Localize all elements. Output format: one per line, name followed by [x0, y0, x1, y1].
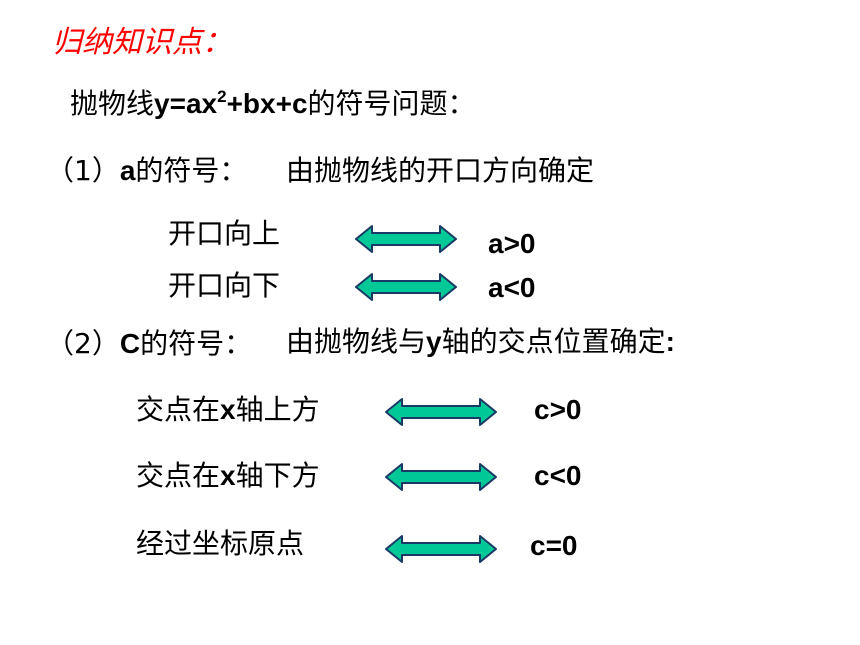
equation-main: y=ax: [154, 88, 218, 119]
equation-exponent: 2: [217, 87, 227, 106]
section2-heading: （2）C的符号：: [46, 330, 252, 358]
condition-below-var: x: [220, 460, 236, 491]
condition-origin-a: 经过坐标原点: [136, 527, 305, 560]
section2-desc-colon: :: [665, 326, 675, 357]
section1-var: a: [119, 155, 136, 186]
condition-origin: 经过坐标原点: [136, 530, 304, 558]
condition-below: 交点在x轴下方: [136, 462, 320, 490]
section1-label: 的符号：: [135, 154, 248, 187]
result-a-negative: a<0: [488, 272, 536, 303]
result-c-zero: c=0: [530, 530, 578, 561]
subtitle-prefix: 抛物线: [70, 87, 155, 120]
condition-down: 开口向下: [168, 269, 281, 302]
result-c-negative: c<0: [534, 460, 582, 491]
condition-below-a: 交点在: [136, 459, 221, 492]
condition-below-b: 轴下方: [235, 459, 320, 492]
section2-desc-var: y: [426, 326, 442, 357]
double-arrow-icon: [385, 398, 497, 426]
double-arrow-icon: [355, 273, 457, 301]
section1-desc: 由抛物线的开口方向确定: [286, 154, 595, 187]
page-title: 归纳知识点：: [52, 25, 232, 60]
double-arrow-icon: [385, 463, 497, 491]
section2-number: （2）: [46, 327, 120, 360]
subtitle-suffix: 的符号问题：: [307, 87, 476, 120]
section1-number: （1）: [46, 154, 120, 187]
double-arrow-icon: [355, 225, 457, 253]
double-arrow-icon: [385, 535, 497, 563]
condition-up: 开口向上: [168, 217, 281, 250]
subtitle: 抛物线y=ax2+bx+c的符号问题：: [70, 87, 476, 120]
section2-desc: 由抛物线与y轴的交点位置确定:: [286, 328, 675, 356]
section2-var: C: [119, 328, 141, 359]
section2-desc-b: 轴的交点位置确定: [441, 325, 666, 358]
condition-above-var: x: [220, 394, 236, 425]
result-a-positive: a>0: [488, 228, 536, 259]
section1-heading: （1）a的符号：: [46, 157, 247, 185]
condition-above-b: 轴上方: [235, 393, 320, 426]
equation-rest: +bx+c: [226, 88, 308, 119]
result-c-positive: c>0: [534, 394, 582, 425]
condition-above-a: 交点在: [136, 393, 221, 426]
section2-label: 的符号：: [140, 327, 253, 360]
condition-above: 交点在x轴上方: [136, 396, 320, 424]
section2-desc-a: 由抛物线与: [286, 325, 427, 358]
